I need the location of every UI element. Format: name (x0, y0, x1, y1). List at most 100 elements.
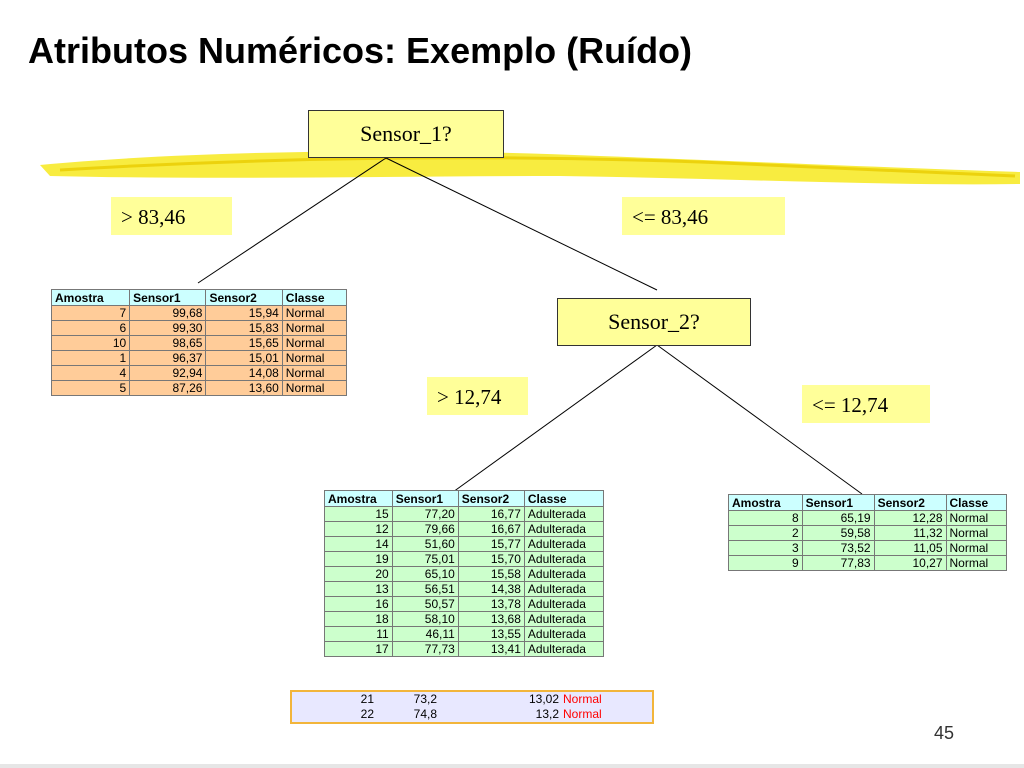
table-cell: Normal (281, 305, 348, 321)
table-cell: 4 (50, 365, 131, 381)
table-cell: Normal (281, 335, 348, 351)
col-header: Sensor2 (457, 490, 525, 507)
edge-line-root-right (385, 157, 658, 291)
table-cell: 79,66 (391, 521, 459, 537)
table-cell: Adulterada (523, 566, 605, 582)
table-cell: 12,28 (873, 510, 947, 526)
table-cell: 9 (728, 555, 803, 571)
table-cell: 12 (324, 521, 393, 537)
table-cell: 87,26 (129, 380, 207, 396)
table-cell: 19 (324, 551, 393, 567)
table-cell: 13,02 (528, 692, 559, 706)
table-cell: 5 (50, 380, 131, 396)
table-cell: 13,41 (457, 641, 525, 657)
table-cell: 14 (324, 536, 393, 552)
table-cell: 18 (324, 611, 393, 627)
table-cell: 13,68 (457, 611, 525, 627)
table-cell: 16,67 (457, 521, 525, 537)
table-cell: 58,10 (391, 611, 459, 627)
table-cell: 10 (50, 335, 131, 351)
table-cell: Adulterada (523, 581, 605, 597)
table-cell: 15 (324, 506, 393, 522)
table-cell: Adulterada (523, 551, 605, 567)
table-cell: Adulterada (523, 641, 605, 657)
table-cell: 15,01 (205, 350, 283, 366)
table-row: 22 74,8 13,2 Normal (292, 707, 645, 722)
col-header: Sensor1 (129, 289, 207, 306)
table-cell: 7 (50, 305, 131, 321)
edge-label-root-right: <= 83,46 (622, 197, 785, 235)
table-cell: Adulterada (523, 536, 605, 552)
col-header: Amostra (324, 490, 393, 507)
col-header: Sensor1 (391, 490, 459, 507)
col-header: Amostra (50, 289, 131, 306)
table-cell: Normal (281, 365, 348, 381)
table-cell: 11 (324, 626, 393, 642)
table-cell: 75,01 (391, 551, 459, 567)
table-cell: 77,73 (391, 641, 459, 657)
table-cell: 22 (360, 707, 374, 721)
table-cell: 11,05 (873, 540, 947, 556)
table-cell: 13,2 (535, 707, 559, 721)
col-header: Sensor2 (205, 289, 283, 306)
table-cell: 6 (50, 320, 131, 336)
table-cell: 46,11 (391, 626, 459, 642)
table-cell: Normal (563, 707, 602, 721)
table-cell: Normal (945, 525, 1008, 541)
table-cell: 14,38 (457, 581, 525, 597)
footer-divider (0, 764, 1024, 768)
table-cell: Adulterada (523, 611, 605, 627)
table-cell: Adulterada (523, 596, 605, 612)
table-cell: 65,19 (801, 510, 875, 526)
table-header-row: Amostra Sensor1 Sensor2 Classe (728, 494, 1008, 511)
table-cell: 65,10 (391, 566, 459, 582)
table-cell: Normal (945, 510, 1008, 526)
table-cell: Adulterada (523, 521, 605, 537)
table-cell: 50,57 (391, 596, 459, 612)
edge-label-root-left: > 83,46 (111, 197, 232, 235)
page-number: 45 (934, 723, 955, 743)
tree-node-sensor1: Sensor_1? (308, 110, 504, 158)
table-cell: 16 (324, 596, 393, 612)
table-cell: 96,37 (129, 350, 207, 366)
table-cell: 98,65 (129, 335, 207, 351)
table-cell: 73,52 (801, 540, 875, 556)
table-cell: Normal (281, 320, 348, 336)
table-cell: 15,77 (457, 536, 525, 552)
table-cell: Normal (945, 555, 1008, 571)
table-cell: 14,08 (205, 365, 283, 381)
edge-line-root-left (197, 157, 387, 284)
table-cell: 13 (324, 581, 393, 597)
highlighter-stroke (40, 151, 1020, 185)
table-cell: 77,83 (801, 555, 875, 571)
table-cell: 74,8 (413, 707, 437, 721)
table-cell: 16,77 (457, 506, 525, 522)
edge-line-child-right (656, 344, 863, 495)
table-cell: 2 (728, 525, 803, 541)
table-cell: 1 (50, 350, 131, 366)
table-cell: Adulterada (523, 626, 605, 642)
table-cell: 92,94 (129, 365, 207, 381)
table-cell: 17 (324, 641, 393, 657)
table-cell: 11,32 (873, 525, 947, 541)
col-header: Sensor2 (873, 494, 947, 511)
table-cell: Normal (945, 540, 1008, 556)
